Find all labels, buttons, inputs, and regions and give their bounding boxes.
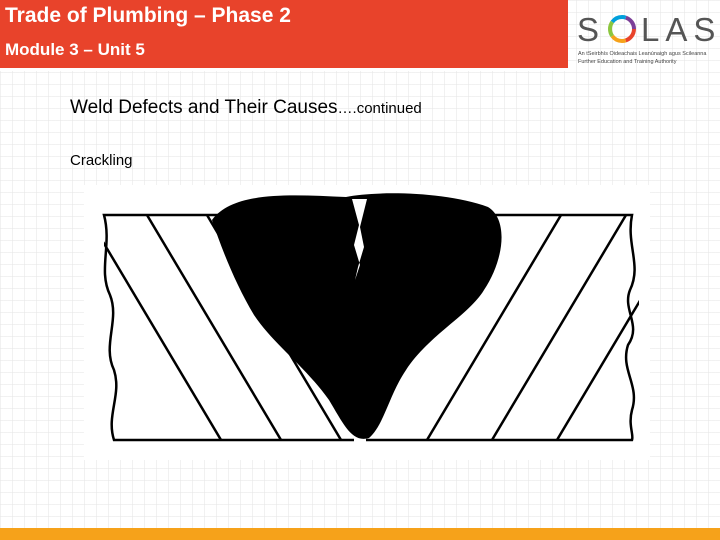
logo-o-ring bbox=[608, 15, 636, 43]
right-plate-outline bbox=[366, 213, 636, 442]
slide-heading-suffix: ….continued bbox=[337, 100, 422, 117]
defect-label: Crackling bbox=[70, 152, 133, 169]
logo-tagline-line1: An tSeirbhís Oideachais Leanúnaigh agus … bbox=[578, 51, 707, 57]
logo-tagline: An tSeirbhís Oideachais Leanúnaigh agus … bbox=[578, 50, 713, 66]
header-divider bbox=[0, 68, 568, 71]
logo-s1: S bbox=[577, 11, 605, 48]
solas-logo: S LAS An tSeirbhís Oideachais Leanúnaigh… bbox=[573, 8, 715, 68]
weld-crack-diagram bbox=[102, 193, 639, 442]
weld-bead bbox=[212, 193, 502, 439]
weld-crack bbox=[352, 199, 367, 280]
header-title: Trade of Plumbing – Phase 2 bbox=[5, 4, 291, 27]
weld-crack-figure bbox=[84, 185, 650, 460]
slide-heading-text: Weld Defects and Their Causes bbox=[70, 97, 338, 118]
header-bar: Trade of Plumbing – Phase 2 Module 3 – U… bbox=[0, 0, 568, 68]
logo-tagline-line2: Further Education and Training Authority bbox=[578, 59, 677, 65]
logo-las: LAS bbox=[641, 11, 715, 48]
footer-bar bbox=[0, 528, 720, 540]
solas-wordmark: S LAS bbox=[577, 11, 715, 48]
header-subtitle: Module 3 – Unit 5 bbox=[5, 40, 145, 59]
left-plate-outline bbox=[102, 213, 354, 442]
slide-heading: Weld Defects and Their Causes….continued bbox=[70, 97, 422, 119]
right-plate-hatching bbox=[422, 215, 639, 440]
